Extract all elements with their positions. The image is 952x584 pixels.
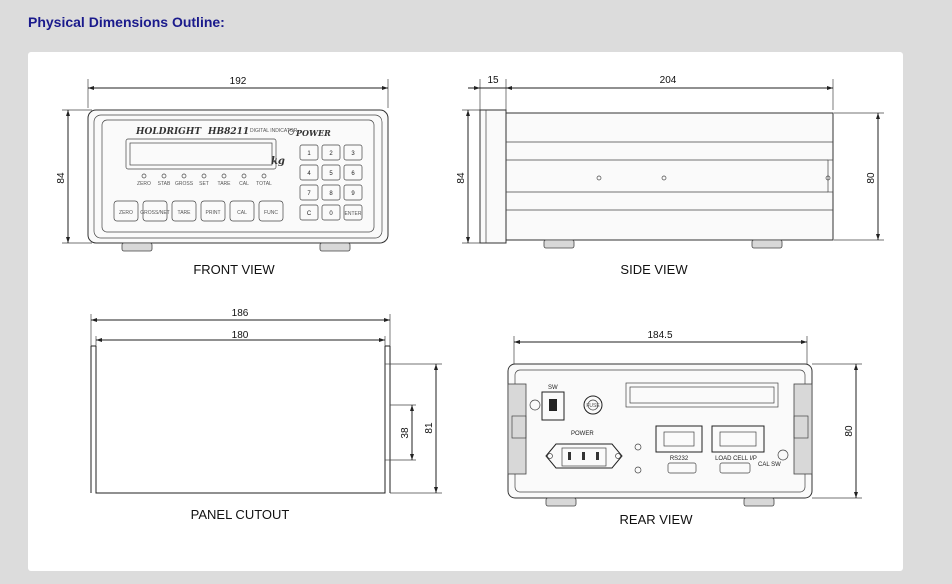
front-function-button[interactable] [200, 200, 226, 222]
rear-calsw-label: CAL SW [758, 462, 781, 468]
rear-height-label: 80 [844, 425, 855, 437]
cutout-outer-width-label: 186 [232, 308, 249, 319]
front-led-label: GROSS [175, 181, 194, 187]
front-model: HB8211 [207, 127, 249, 137]
front-function-button[interactable] [171, 200, 197, 222]
cutout-inner-width-label: 180 [232, 330, 249, 341]
front-keypad-key-label: 8 [329, 191, 333, 197]
rear-rs232-label: RS232 [670, 456, 689, 462]
front-keypad-key-label: 4 [307, 171, 311, 177]
front-function-button[interactable] [229, 200, 255, 222]
side-height-left-label: 84 [456, 172, 467, 184]
front-keypad-key-label: 6 [351, 171, 355, 177]
front-led [201, 173, 207, 179]
front-led-label: CAL [239, 181, 249, 187]
front-keypad-key[interactable] [321, 164, 341, 181]
front-function-button-label: ZERO [119, 210, 133, 216]
front-function-button[interactable] [113, 200, 139, 222]
front-led [241, 173, 247, 179]
rear-loadcell-label: LOAD CELL I/P [715, 456, 757, 462]
front-keypad-key[interactable] [321, 144, 341, 161]
front-function-button-label: CAL [237, 210, 247, 216]
front-keypad-key-label: 1 [307, 151, 311, 157]
front-width-label: 192 [230, 76, 247, 87]
side-height-right-label: 80 [866, 172, 877, 184]
diagram-panel: 192 84 HOLDRIGHT HB8211 DIGITAL INDICATO… [28, 52, 903, 571]
rear-view-caption: REAR VIEW [620, 512, 694, 527]
front-keypad-key[interactable] [343, 204, 363, 221]
front-keypad-key[interactable] [299, 184, 319, 201]
front-keypad-key[interactable] [321, 204, 341, 221]
front-keypad-key-label: 7 [307, 191, 311, 197]
side-view: 15 204 84 80 SIDE VIEW [456, 75, 884, 277]
rear-view: 184.5 80 SW FUSE POWER [507, 330, 862, 527]
front-led [181, 173, 187, 179]
cutout-inner-height-label: 38 [400, 427, 411, 439]
front-unit: kg [271, 156, 285, 167]
front-function-button[interactable] [258, 200, 284, 222]
rear-power-label: POWER [571, 431, 594, 437]
front-led [261, 173, 267, 179]
front-view-caption: FRONT VIEW [193, 262, 275, 277]
front-led-label: SET [199, 181, 209, 187]
front-view: 192 84 HOLDRIGHT HB8211 DIGITAL INDICATO… [56, 76, 389, 277]
front-keypad-key[interactable] [321, 184, 341, 201]
front-keypad-key[interactable] [299, 204, 319, 221]
front-led [141, 173, 147, 179]
rear-fuse-label: FUSE [586, 403, 600, 409]
front-brand: HOLDRIGHT [135, 127, 202, 137]
front-led-label: TOTAL [256, 181, 272, 187]
front-power-label: POWER [295, 128, 331, 138]
side-view-caption: SIDE VIEW [620, 262, 688, 277]
front-keypad-key-label: C [307, 211, 312, 217]
front-keypad-key-label: 3 [351, 151, 355, 157]
front-led-label: ZERO [137, 181, 151, 187]
front-function-button-label: GROSS/NET [140, 210, 169, 216]
front-keypad-key[interactable] [299, 144, 319, 161]
side-depth-small-label: 15 [487, 75, 499, 86]
front-function-button-label: TARE [178, 210, 192, 216]
side-depth-label: 204 [660, 75, 677, 86]
front-model-sub: DIGITAL INDICATOR [250, 128, 298, 134]
front-keypad-key-label: 5 [329, 171, 333, 177]
front-led-label: TARE [218, 181, 232, 187]
front-led-label: STAB [158, 181, 171, 187]
dimensions-drawing: 192 84 HOLDRIGHT HB8211 DIGITAL INDICATO… [56, 75, 884, 527]
front-keypad-key-label: 2 [329, 151, 333, 157]
front-keypad-key-label: ENTER [345, 211, 362, 217]
front-keypad-key[interactable] [343, 144, 363, 161]
front-keypad-key[interactable] [299, 164, 319, 181]
cutout-outer-height-label: 81 [424, 422, 435, 434]
front-button-row: ZERO GROSS/NET TARE PRINT CAL FUNC [113, 200, 284, 222]
front-led-row: ZERO STAB GROSS SET TARE CAL TOTAL [137, 173, 272, 187]
front-function-button-label: FUNC [264, 210, 278, 216]
front-keypad-key-label: 9 [351, 191, 355, 197]
front-keypad-key[interactable] [343, 164, 363, 181]
front-function-button-label: PRINT [206, 210, 221, 216]
panel-cutout-caption: PANEL CUTOUT [191, 507, 290, 522]
page-heading: Physical Dimensions Outline: [28, 14, 225, 30]
rear-width-label: 184.5 [647, 330, 672, 341]
front-keypad-key-label: 0 [329, 211, 333, 217]
front-function-button[interactable] [142, 200, 168, 222]
panel-cutout-view: 186 180 38 81 PANEL CUTOUT [90, 308, 442, 522]
front-keypad-key[interactable] [343, 184, 363, 201]
rear-sw-label: SW [548, 385, 558, 391]
front-led [221, 173, 227, 179]
front-keypad: 1 2 3 4 5 6 7 8 9C 0 ENTER [299, 144, 363, 221]
front-led [161, 173, 167, 179]
front-height-label: 84 [56, 172, 67, 184]
